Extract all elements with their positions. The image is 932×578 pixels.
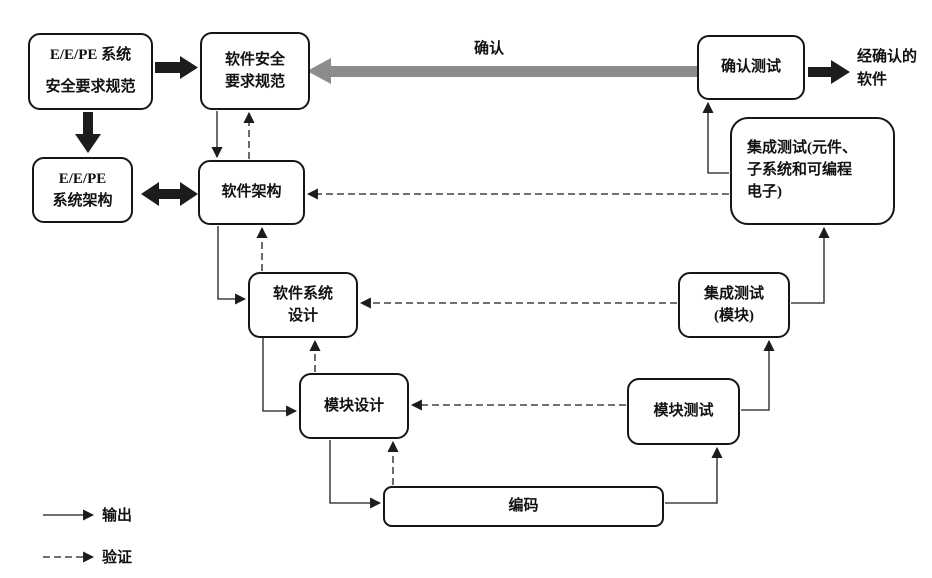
legend-verification-label: 验证 xyxy=(102,550,133,566)
connector-system-design-to-module-design xyxy=(262,338,298,417)
node-module-testing: 模块测试 xyxy=(627,378,740,445)
node-software-system-design: 软件系统 设计 xyxy=(248,272,358,338)
connector-module-testing-to-integration-module xyxy=(741,339,775,411)
validation-gray-arrow-icon xyxy=(307,58,697,84)
connector-integration-pe-to-validation-testing xyxy=(702,101,729,174)
node-eepe-system-safety-requirements: E/E/PE 系统 安全要求规范 xyxy=(28,33,153,110)
fat-arrow-eepe-srs-to-software-srs-icon xyxy=(155,56,198,79)
fat-double-arrow-eepe-architecture-software-architecture-icon xyxy=(141,182,198,206)
legend-output-label: 输出 xyxy=(102,508,133,524)
node-validation-testing: 确认测试 xyxy=(697,35,805,100)
node-module-design: 模块设计 xyxy=(299,373,409,439)
node-coding: 编码 xyxy=(383,486,664,527)
connector-integration-module-to-integration-pe xyxy=(791,226,830,304)
validated-software-label: 经确认的 软件 xyxy=(857,49,918,88)
node-integration-testing-pe: 集成测试(元件、 子系统和可编程 电子) xyxy=(730,117,895,225)
node-integration-testing-module: 集成测试 (模块) xyxy=(678,272,790,338)
fat-arrow-eepe-srs-to-eepe-architecture-icon xyxy=(75,112,101,153)
connector-coding-to-module-testing xyxy=(665,446,723,504)
node-software-architecture: 软件架构 xyxy=(198,160,305,225)
node-software-safety-requirements: 软件安全 要求规范 xyxy=(200,32,310,110)
connector-module-design-to-coding xyxy=(329,440,382,509)
validation-arrow-label: 确认 xyxy=(474,41,505,57)
fat-arrow-validation-testing-to-validated-software-icon xyxy=(808,60,850,84)
node-eepe-system-architecture: E/E/PE 系统架构 xyxy=(32,157,133,223)
connector-software-architecture-to-system-design xyxy=(217,226,247,305)
